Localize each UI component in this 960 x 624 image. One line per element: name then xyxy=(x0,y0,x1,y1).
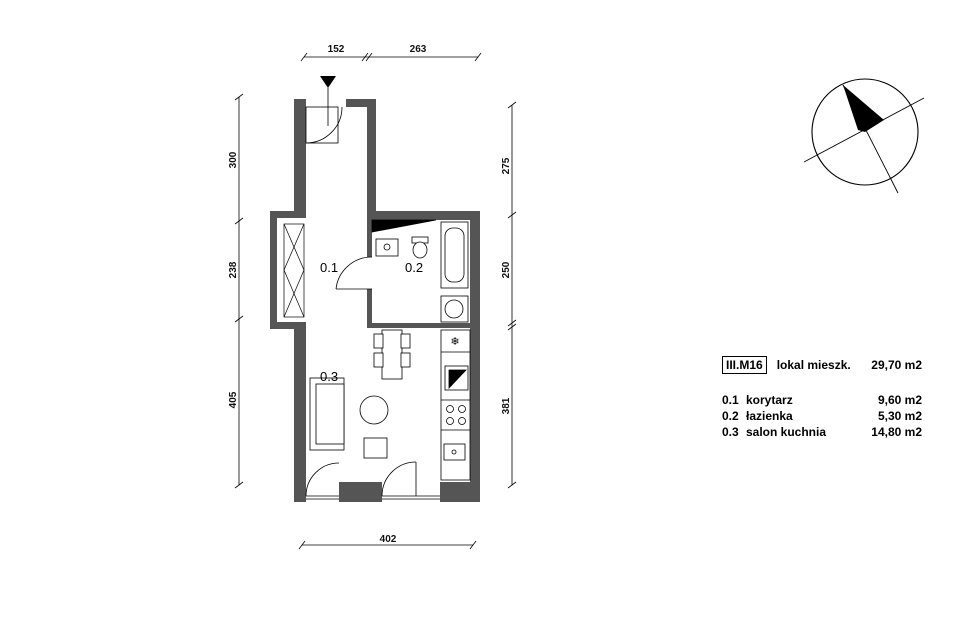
bathroom-door xyxy=(335,256,373,290)
unit-code: III.M16 xyxy=(722,356,767,374)
list-item: 0.3 salon kuchnia 14,80 m2 xyxy=(722,425,922,439)
room-label-living: 0.3 xyxy=(320,369,338,384)
walls xyxy=(270,99,480,502)
kitchen-fixtures xyxy=(440,329,471,481)
snowflake-icon: ❄ xyxy=(450,335,459,348)
entrance-door xyxy=(305,88,343,144)
bay-window xyxy=(283,223,305,318)
unit-legend: III.M16 lokal mieszk. 29,70 m2 0.1 koryt… xyxy=(722,356,922,440)
unit-header: III.M16 lokal mieszk. 29,70 m2 xyxy=(722,356,922,374)
dim-top-left: 152 xyxy=(328,44,345,55)
dim-left-bottom: 405 xyxy=(228,391,239,408)
list-item: 0.2 łazienka 5,30 m2 xyxy=(722,409,922,423)
unit-label: lokal mieszk. xyxy=(776,358,851,372)
dimension-lines xyxy=(234,52,517,550)
room-label-bathroom: 0.2 xyxy=(405,260,423,275)
furniture xyxy=(309,329,411,459)
north-arrow-icon xyxy=(803,78,925,194)
dim-bottom: 402 xyxy=(380,534,397,545)
unit-area: 29,70 m2 xyxy=(871,358,922,372)
list-item: 0.1 korytarz 9,60 m2 xyxy=(722,393,922,407)
dim-top-right: 263 xyxy=(410,44,427,55)
bathroom-fixtures xyxy=(371,219,469,323)
entrance-arrow-icon xyxy=(320,76,336,88)
balcony-doors xyxy=(305,461,440,500)
dim-right-mid: 250 xyxy=(501,261,512,278)
dim-left-mid: 238 xyxy=(228,261,239,278)
dim-right-bottom: 381 xyxy=(501,397,512,414)
room-label-corridor: 0.1 xyxy=(320,260,338,275)
dim-left-top: 300 xyxy=(228,151,239,168)
dim-right-top: 275 xyxy=(501,157,512,174)
